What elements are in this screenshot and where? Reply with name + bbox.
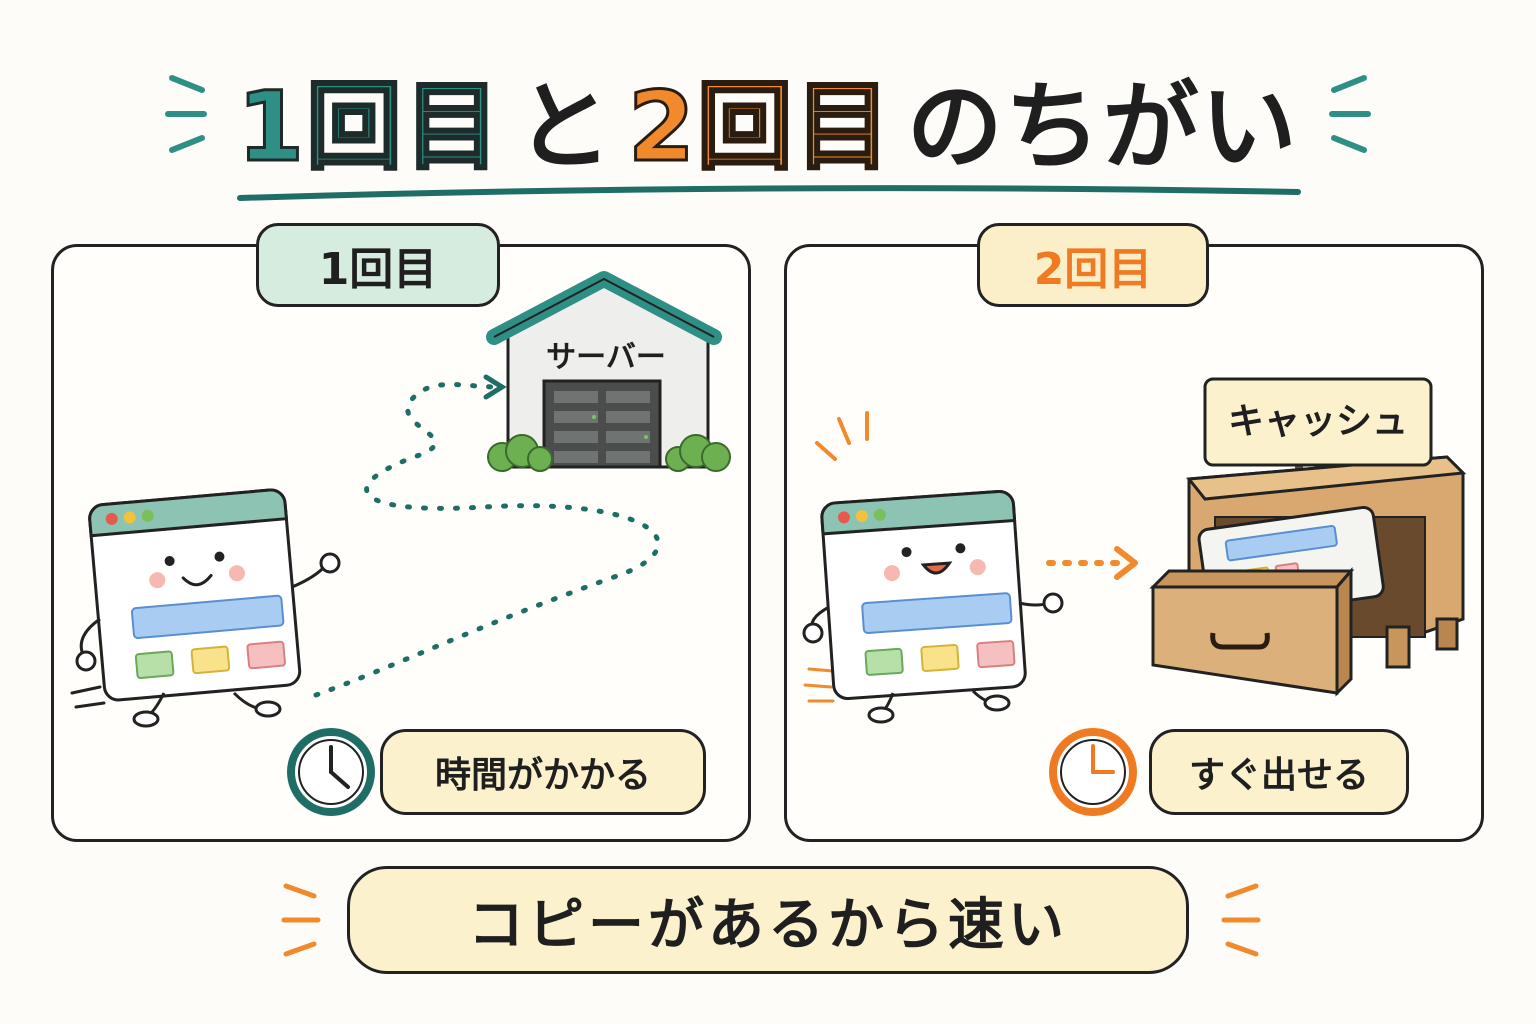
- title-sparkle-left-icon: [165, 75, 207, 153]
- clock-icon: [1049, 728, 1137, 816]
- arrow-icon: [1046, 546, 1138, 580]
- first-visit-illustration: サーバー: [70, 271, 731, 816]
- title-second-time: 2回目: [627, 69, 893, 184]
- title-sparkle-right-icon: [1329, 75, 1371, 153]
- motion-lines-icon: [803, 667, 835, 703]
- server-label: サーバー: [546, 340, 666, 375]
- browser-character-icon: [820, 489, 1027, 700]
- second-visit-panel: 2回目: [784, 223, 1484, 842]
- cache-sign: [1203, 377, 1433, 467]
- page-title: 1回目 と 2回目 のちがい: [0, 58, 1536, 184]
- conclusion-sparkle-right-icon: [1221, 883, 1261, 957]
- travel-path: [313, 382, 661, 698]
- conclusion-sparkle-left-icon: [281, 883, 321, 957]
- title-connector: と: [516, 70, 614, 183]
- bush-right-icon: [665, 434, 731, 472]
- conclusion-banner: コピーがあるから速い: [347, 866, 1189, 974]
- cache-sign-label: キャッシュ: [1228, 401, 1408, 442]
- second-visit-tab: 2回目: [977, 223, 1209, 307]
- bush-left-icon: [487, 434, 553, 472]
- server-building-icon: [486, 271, 731, 472]
- travel-arrow-icon: [483, 374, 507, 400]
- first-visit-tab: 1回目: [256, 223, 500, 307]
- title-suffix: のちがい: [906, 70, 1299, 183]
- excitement-lines-icon: [815, 411, 869, 461]
- second-visit-illustration: キャッシュ: [802, 377, 1467, 816]
- first-visit-panel: 1回目 サーバー: [51, 223, 751, 842]
- browser-character-icon: [88, 488, 302, 702]
- second-visit-note: すぐ出せる: [1149, 729, 1409, 815]
- title-first-time: 1回目: [236, 69, 502, 184]
- first-visit-note: 時間がかかる: [380, 729, 706, 815]
- cache-drawer-icon: [1149, 455, 1467, 697]
- title-underline: [237, 185, 1301, 201]
- clock-icon: [287, 728, 375, 816]
- motion-lines-icon: [70, 685, 106, 709]
